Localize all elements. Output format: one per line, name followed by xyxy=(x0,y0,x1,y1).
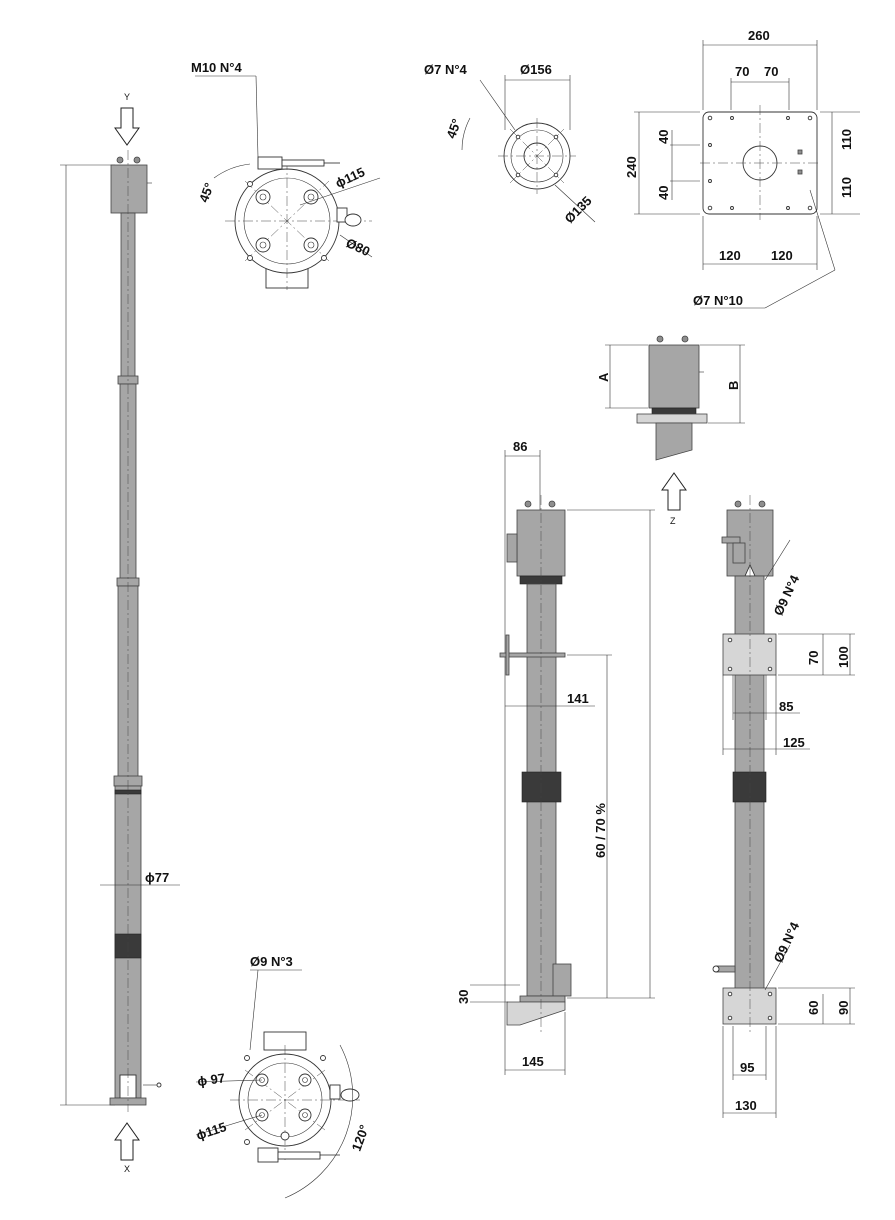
y-axis-label: Y xyxy=(124,92,130,102)
square-plate-view: 260 70 70 240 40 40 110 110 120 120 Ø7 N… xyxy=(624,28,860,309)
dim-d135: Ø135 xyxy=(562,193,595,226)
y-view-arrow xyxy=(114,107,140,146)
label-d9-n4-bottom: Ø9 N°4 xyxy=(771,919,803,965)
angle-120: 120° xyxy=(349,1123,372,1153)
dim-b: B xyxy=(726,381,741,390)
dim-w120a: 120 xyxy=(719,248,741,263)
dim-d156: Ø156 xyxy=(520,62,552,77)
top-head-view: 45° M10 N°4 ϕ115 Ø80 xyxy=(191,60,381,290)
dim-w130: 130 xyxy=(735,1098,757,1113)
label-d9-n3: Ø9 N°3 xyxy=(250,954,293,969)
dim-w125: 125 xyxy=(783,735,805,750)
label-d7-n10: Ø7 N°10 xyxy=(693,293,743,308)
dim-w260: 260 xyxy=(748,28,770,43)
z-view-arrow xyxy=(661,472,687,511)
label-d7-n4: Ø7 N°4 xyxy=(424,62,468,77)
dim-d97: ϕ 97 xyxy=(196,1070,226,1089)
z-axis-label: Z xyxy=(670,516,676,526)
dim-w145: 145 xyxy=(522,1054,544,1069)
dim-h90: 90 xyxy=(836,1001,851,1015)
dim-d115-bottom: ϕ115 xyxy=(194,1119,228,1143)
right-mast-view: Ø9 N°4 70 100 85 125 Ø9 N°4 60 90 95 130 xyxy=(712,495,855,1118)
dim-w70b: 70 xyxy=(764,64,778,79)
dim-h70: 70 xyxy=(806,651,821,665)
label-d9-n4-top: Ø9 N°4 xyxy=(771,572,803,618)
dim-d77: ϕ77 xyxy=(145,870,169,885)
angle-45-flange: 45° xyxy=(443,117,464,141)
dim-w120b: 120 xyxy=(771,248,793,263)
main-mast-view: Y ϕ77 X xyxy=(60,92,180,1174)
dim-d80: Ø80 xyxy=(344,235,373,259)
dim-w85: 85 xyxy=(779,699,793,714)
dim-h40b: 40 xyxy=(656,186,671,200)
label-m10-n4: M10 N°4 xyxy=(191,60,242,75)
dim-h110a: 110 xyxy=(839,129,854,150)
x-axis-label: X xyxy=(124,1164,130,1174)
ab-side-view: A B Z xyxy=(596,335,745,526)
dim-w95: 95 xyxy=(740,1060,754,1075)
angle-45-top: 45° xyxy=(196,181,217,205)
dim-h60: 60 xyxy=(806,1001,821,1015)
dim-a: A xyxy=(596,372,611,382)
dim-percent: 60 / 70 % xyxy=(593,803,608,858)
x-view-arrow xyxy=(114,1122,140,1161)
dim-d115-top: ϕ115 xyxy=(333,164,367,191)
dim-w141: 141 xyxy=(567,691,589,706)
dim-h40a: 40 xyxy=(656,130,671,144)
dim-w86: 86 xyxy=(513,439,527,454)
dim-h30: 30 xyxy=(456,990,471,1004)
dim-h100: 100 xyxy=(836,646,851,668)
bottom-base-view: Ø9 N°3 ϕ 97 ϕ115 120° xyxy=(194,954,372,1199)
dim-w70a: 70 xyxy=(735,64,749,79)
middle-mast-view: 86 141 60 / 70 % 30 145 xyxy=(456,439,655,1075)
dim-h110b: 110 xyxy=(839,177,854,198)
dim-h240: 240 xyxy=(624,156,639,178)
flange-view: Ø156 Ø7 N°4 45° Ø135 xyxy=(424,62,596,226)
